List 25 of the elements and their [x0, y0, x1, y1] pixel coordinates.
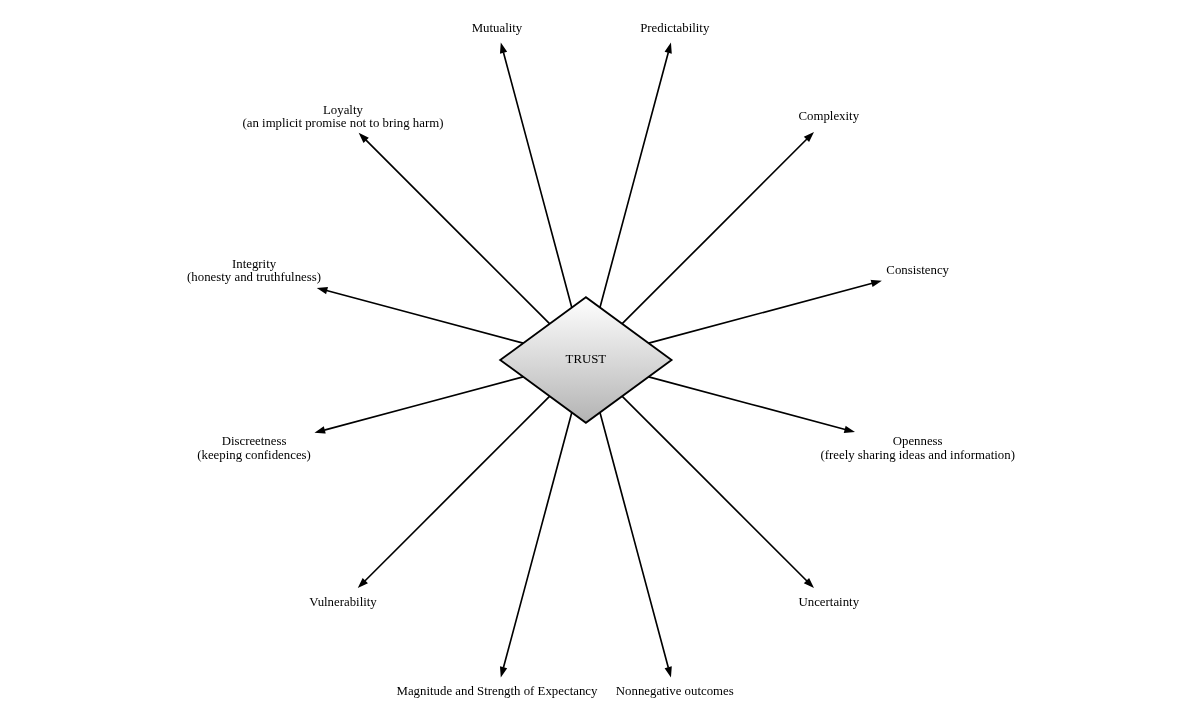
arrow: [599, 42, 672, 309]
arrow: [499, 411, 573, 678]
arrow: [647, 376, 855, 433]
node-diamond: TRUST: [498, 296, 674, 424]
node-text: Magnitude and Strength of Expectancy: [396, 684, 598, 699]
node-text: Predictability: [640, 20, 710, 35]
node-text: Nonnegative outcomes: [615, 684, 734, 699]
node-text: Loyalty (an implicit promise not to bring harm): [242, 102, 444, 131]
arrow: [647, 279, 882, 344]
arrow: [314, 376, 524, 434]
node-text: Integrity (honesty and truthfulness): [187, 256, 322, 285]
arrow: [357, 395, 551, 589]
arrow: [621, 395, 814, 589]
arrow: [499, 42, 573, 309]
node-text: Consistency: [886, 263, 950, 278]
arrow: [316, 287, 524, 344]
arrow: [621, 131, 814, 325]
node-text: Vulnerability: [309, 595, 377, 610]
node-text: Mutuality: [471, 20, 523, 35]
arrow: [358, 132, 551, 325]
node-text: Openness (freely sharing ideas and information): [820, 434, 1015, 463]
arrow: [599, 411, 672, 678]
node-text: Complexity: [798, 109, 860, 124]
node-text: Uncertainty: [798, 595, 860, 610]
node-text: Discreetness (keeping confidences): [197, 434, 311, 463]
